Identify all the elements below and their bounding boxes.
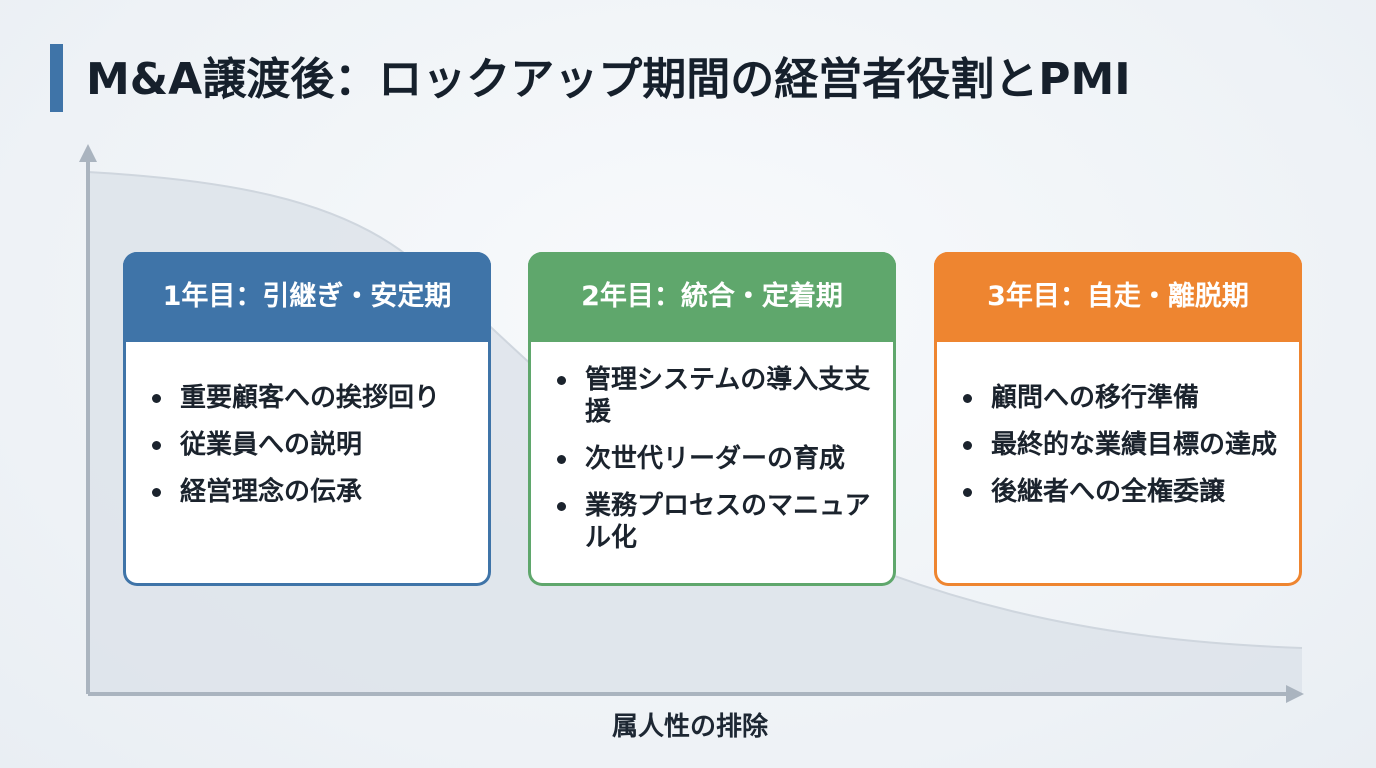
- bullet-icon: [557, 376, 566, 385]
- list-item: 後継者への全権委譲: [961, 476, 1279, 508]
- x-axis-label: 属人性の排除: [611, 712, 768, 742]
- bullet-icon: [963, 441, 972, 450]
- phase-body: 重要顧客への挨拶回り 従業員への説明 経営理念の伝承: [126, 342, 488, 583]
- x-axis-arrow: [1286, 685, 1304, 703]
- page-title: M&A譲渡後：ロックアップ期間の経営者役割とPMI: [86, 54, 1131, 105]
- list-item: 業務プロセスのマニュアル化: [555, 490, 873, 554]
- list-item: 顧問への移行準備: [961, 382, 1279, 414]
- list-item: 管理システムの導入支支援: [555, 364, 873, 428]
- phase-card-year2: 2年目：統合・定着期 管理システムの導入支支援 次世代リーダーの育成 業務プロセ…: [528, 252, 896, 586]
- phase-heading: 3年目：自走・離脱期: [934, 252, 1302, 342]
- list-item: 経営理念の伝承: [150, 476, 468, 508]
- bullet-icon: [963, 394, 972, 403]
- y-axis-arrow: [79, 144, 97, 162]
- list-item: 次世代リーダーの育成: [555, 443, 873, 475]
- title-accent-bar: [50, 44, 63, 112]
- list-item: 最終的な業績目標の達成: [961, 429, 1279, 461]
- bullet-icon: [152, 394, 161, 403]
- bullet-icon: [557, 502, 566, 511]
- bullet-icon: [557, 455, 566, 464]
- phase-body: 管理システムの導入支支援 次世代リーダーの育成 業務プロセスのマニュアル化: [531, 342, 893, 583]
- list-item: 重要顧客への挨拶回り: [150, 382, 468, 414]
- bullet-icon: [152, 441, 161, 450]
- bullet-icon: [152, 488, 161, 497]
- bullet-icon: [963, 488, 972, 497]
- phase-card-year1: 1年目：引継ぎ・安定期 重要顧客への挨拶回り 従業員への説明 経営理念の伝承: [123, 252, 491, 586]
- phase-card-year3: 3年目：自走・離脱期 顧問への移行準備 最終的な業績目標の達成 後継者への全権委…: [934, 252, 1302, 586]
- phase-heading: 1年目：引継ぎ・安定期: [123, 252, 491, 342]
- phase-heading: 2年目：統合・定着期: [528, 252, 896, 342]
- phase-body: 顧問への移行準備 最終的な業績目標の達成 後継者への全権委譲: [937, 342, 1299, 583]
- list-item: 従業員への説明: [150, 429, 468, 461]
